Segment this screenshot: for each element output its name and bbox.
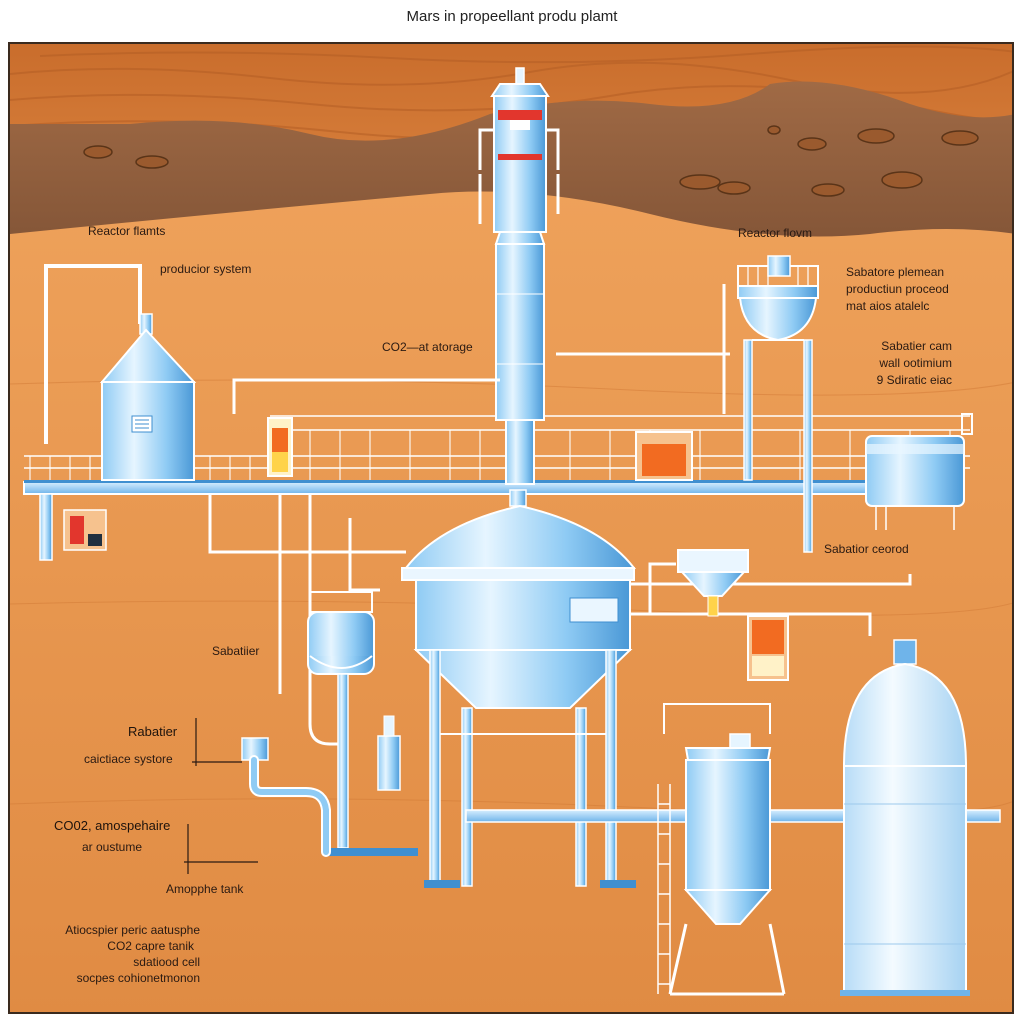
label-co2-storage: CO2—at atorage [382, 340, 473, 354]
label-reactor-flovm: Reactor flovm [738, 226, 813, 240]
column-side-pipes [478, 128, 560, 224]
sabatior-hopper [677, 549, 749, 617]
sabatier-small-tank [307, 591, 418, 856]
label-block-sabatore: Sabatore plemean productiun proceod mat … [846, 264, 949, 315]
label-caictiace-systore: caictiace systore [84, 752, 173, 766]
control-box-left [63, 509, 107, 551]
diagram-frame: Reactor flamts producior system CO2—at a… [8, 42, 1014, 1014]
label-producior-system: producior system [160, 262, 252, 276]
label-atmospheric-line1: Atiocspier peric aatusphe [65, 923, 200, 937]
label-block-sabatier-cam: Sabatier cam wall ootimium 9 Sdiratic ei… [856, 338, 952, 389]
label-atmospheric-line2: CO2 capre tanik [107, 939, 194, 953]
label-sabatore-line1: Sabatore plemean [846, 265, 945, 279]
sabatier-reactor-vessel [401, 489, 637, 888]
left-riser [39, 493, 53, 561]
label-leaders [184, 718, 258, 874]
compressor-unit [747, 615, 789, 681]
label-amopphe-tank: Amopphe tank [166, 882, 244, 896]
atmosphere-tank-large [840, 639, 970, 996]
label-sabatier-cam-line2: wall ootimium [879, 356, 952, 370]
sabatier-horizontal-tank [865, 413, 973, 530]
mars-rocks [83, 125, 979, 197]
sabatier-silo-tank [657, 703, 786, 996]
co2-storage-tank-left [99, 313, 197, 481]
orange-process-unit [635, 431, 693, 481]
heat-exchanger-unit [267, 417, 293, 477]
label-sabatore-line2: productiun proceod [846, 282, 949, 296]
page-title: Mars in propeellant produ plamt [406, 8, 618, 25]
label-sabatiier: Sabatiier [212, 644, 260, 658]
label-atmospheric-line4: socpes cohionetmonon [76, 971, 200, 985]
label-sabatore-line3: mat aios atalelc [846, 299, 930, 313]
plant-scene [10, 44, 1012, 1012]
label-sabatior-ceorod: Sabatior ceorod [824, 542, 909, 556]
label-aroustume: ar oustume [82, 840, 143, 854]
valve-assembly [241, 715, 401, 857]
label-sabatier-cam-line1: Sabatier cam [881, 339, 952, 353]
label-sabatier-cam-line3: 9 Sdiratic eiac [876, 373, 952, 387]
label-atmospheric-line3: sdatiood cell [133, 955, 200, 969]
label-co2-amospheire: CO02, amospehaire [54, 818, 171, 833]
label-rabatier: Rabatier [128, 724, 178, 739]
label-reactor-flamts: Reactor flamts [88, 224, 166, 238]
central-reactor-column [490, 67, 550, 485]
label-block-atmospheric: Atiocspier peric aatusphe CO2 capre tani… [20, 922, 200, 986]
reactor-flow-hopper [722, 255, 819, 553]
